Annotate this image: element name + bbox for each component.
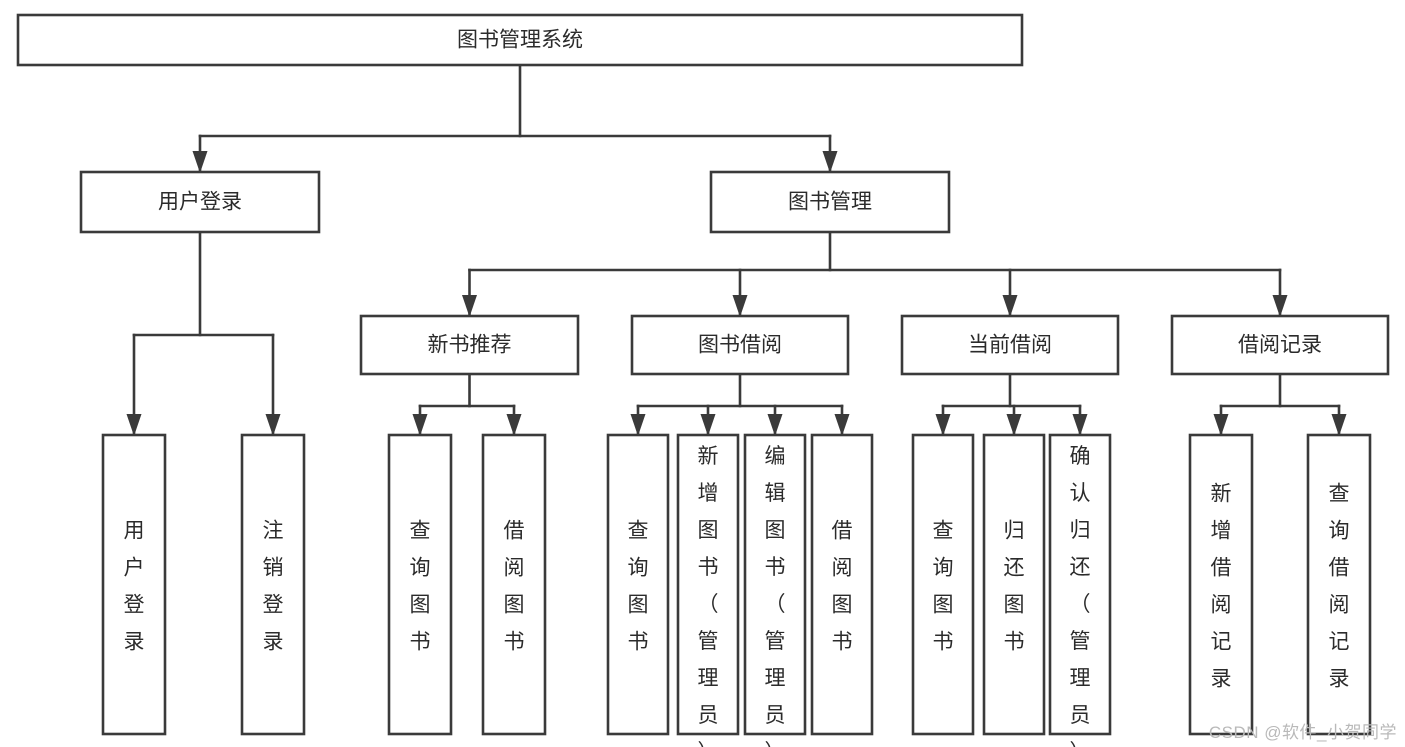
node-cb-return[interactable]: 归还图书 [982, 433, 1046, 736]
node-label-leaf-user-logout: 注销登录 [263, 520, 284, 654]
node-label-bb-borrow: 借阅图书 [832, 520, 853, 654]
edge-group-current-borrow [935, 372, 1088, 436]
node-nbr-query[interactable]: 查询图书 [387, 433, 453, 736]
edge-group-user-login [126, 230, 281, 436]
node-box-new-book-rec [359, 314, 580, 376]
node-box-nbr-borrow [481, 433, 547, 736]
arrow-head-icon [1072, 414, 1088, 436]
arrow-head-icon [630, 414, 646, 436]
node-label-br-query: 查询借阅记录 [1329, 483, 1350, 691]
node-box-leaf-user-login [101, 433, 167, 736]
node-book-manage[interactable]: 图书管理 [709, 170, 951, 234]
node-label-cb-return: 归还图书 [1004, 520, 1025, 654]
arrow-head-icon [700, 414, 716, 436]
node-box-book-manage [709, 170, 951, 234]
node-label-cb-confirm: 确认归还（管理员） [1070, 445, 1091, 747]
connector-layer [126, 63, 1347, 436]
arrow-head-icon [265, 414, 281, 436]
node-label-new-book-rec: 新书推荐 [428, 334, 512, 357]
node-label-nbr-query: 查询图书 [410, 520, 431, 654]
node-label-br-add: 新增借阅记录 [1211, 483, 1232, 691]
node-nbr-borrow[interactable]: 借阅图书 [481, 433, 547, 736]
arrow-head-icon [732, 295, 748, 317]
node-box-br-query [1306, 433, 1372, 736]
arrow-head-icon [822, 151, 838, 173]
node-bb-query[interactable]: 查询图书 [606, 433, 670, 736]
arrow-head-icon [506, 414, 522, 436]
arrow-head-icon [1213, 414, 1229, 436]
node-current-borrow[interactable]: 当前借阅 [900, 314, 1120, 376]
node-label-borrow-record: 借阅记录 [1238, 334, 1322, 357]
node-leaf-user-logout[interactable]: 注销登录 [240, 433, 306, 736]
arrow-head-icon [1331, 414, 1347, 436]
arrow-head-icon [935, 414, 951, 436]
edge-group-book-borrow [630, 372, 850, 436]
node-box-cb-return [982, 433, 1046, 736]
node-label-bb-edit: 编辑图书（管理员） [765, 445, 786, 747]
node-borrow-record[interactable]: 借阅记录 [1170, 314, 1390, 376]
node-box-cb-query [911, 433, 975, 736]
node-box-book-borrow [630, 314, 850, 376]
node-box-cb-confirm [1048, 433, 1112, 736]
node-user-login[interactable]: 用户登录 [79, 170, 321, 234]
node-leaf-user-login[interactable]: 用户登录 [101, 433, 167, 736]
arrow-head-icon [1006, 414, 1022, 436]
node-br-query[interactable]: 查询借阅记录 [1306, 433, 1372, 736]
node-box-current-borrow [900, 314, 1120, 376]
node-box-bb-borrow [810, 433, 874, 736]
node-root[interactable]: 图书管理系统 [16, 13, 1024, 67]
node-label-bb-add: 新增图书（管理员） [698, 445, 719, 747]
arrow-head-icon [192, 151, 208, 173]
node-bb-edit[interactable]: 编辑图书（管理员） [743, 433, 807, 747]
node-bb-add[interactable]: 新增图书（管理员） [676, 433, 740, 747]
node-label-cb-query: 查询图书 [933, 520, 954, 654]
node-label-root: 图书管理系统 [457, 29, 583, 52]
node-label-leaf-user-login: 用户登录 [124, 520, 145, 654]
node-book-borrow[interactable]: 图书借阅 [630, 314, 850, 376]
arrow-head-icon [412, 414, 428, 436]
node-box-nbr-query [387, 433, 453, 736]
node-box-user-login [79, 170, 321, 234]
node-box-borrow-record [1170, 314, 1390, 376]
node-label-bb-query: 查询图书 [628, 520, 649, 654]
arrow-head-icon [834, 414, 850, 436]
arrow-head-icon [767, 414, 783, 436]
node-layer: 图书管理系统用户登录图书管理新书推荐图书借阅当前借阅借阅记录用户登录注销登录查询… [16, 13, 1390, 747]
node-label-book-manage: 图书管理 [788, 191, 872, 214]
node-cb-query[interactable]: 查询图书 [911, 433, 975, 736]
node-label-nbr-borrow: 借阅图书 [504, 520, 525, 654]
edge-group-borrow-record [1213, 372, 1347, 436]
edge-group-book-manage [462, 230, 1288, 317]
node-br-add[interactable]: 新增借阅记录 [1188, 433, 1254, 736]
node-cb-confirm[interactable]: 确认归还（管理员） [1048, 433, 1112, 747]
edge-group-new-book-rec [412, 372, 522, 436]
edge-group-root [192, 63, 838, 173]
arrow-head-icon [1272, 295, 1288, 317]
node-label-current-borrow: 当前借阅 [968, 334, 1052, 357]
arrow-head-icon [126, 414, 142, 436]
node-box-leaf-user-logout [240, 433, 306, 736]
node-label-book-borrow: 图书借阅 [698, 334, 782, 357]
node-bb-borrow[interactable]: 借阅图书 [810, 433, 874, 736]
node-box-bb-query [606, 433, 670, 736]
node-new-book-rec[interactable]: 新书推荐 [359, 314, 580, 376]
node-box-root [16, 13, 1024, 67]
arrow-head-icon [1002, 295, 1018, 317]
node-box-br-add [1188, 433, 1254, 736]
node-label-user-login: 用户登录 [158, 191, 242, 214]
node-box-bb-add [676, 433, 740, 736]
arrow-head-icon [462, 295, 477, 317]
node-box-bb-edit [743, 433, 807, 736]
